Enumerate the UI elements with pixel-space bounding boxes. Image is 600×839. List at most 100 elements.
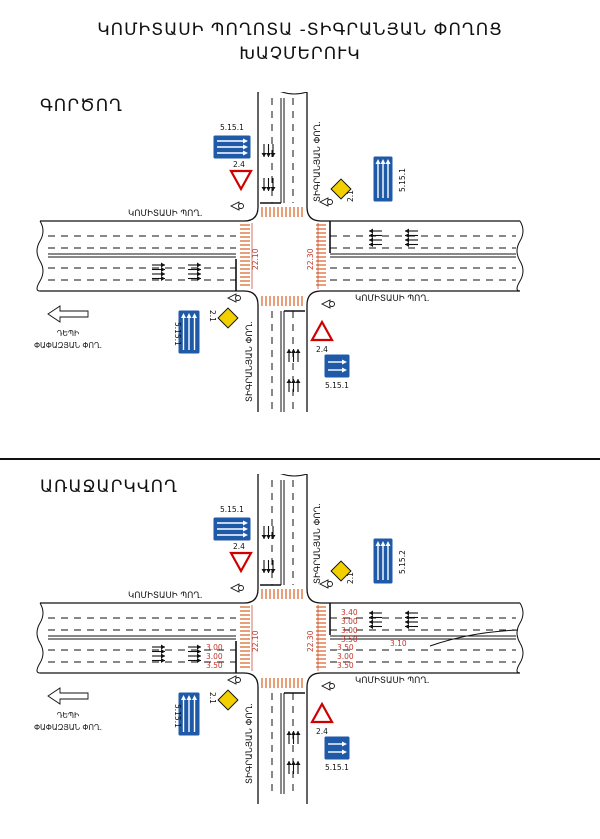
traffic-light-shape — [320, 299, 331, 309]
crosswalk-stripe — [316, 252, 326, 254]
sign-code-label: 2.4 — [316, 727, 328, 736]
westbound-lane-arrow-icon — [369, 624, 382, 629]
arrow-head — [197, 262, 201, 268]
westbound-lane-arrow-icon — [405, 233, 418, 238]
crosswalk-stripe — [297, 589, 299, 599]
crosswalk-stripe — [240, 610, 250, 612]
width-dimension-left: 22.10 — [251, 630, 260, 652]
crosswalk-stripe — [240, 276, 250, 278]
sign-arrow-icon — [328, 749, 347, 755]
street-label-komitas-west: ԿՈՄԻՏԱՍԻ ՊՈՂ. — [128, 209, 202, 219]
arrow-head — [161, 271, 165, 277]
crosswalk-stripe — [261, 207, 263, 217]
sign-5-15-1-top-left: 5.15.1 — [212, 123, 252, 160]
crosswalk-stripe — [316, 610, 326, 612]
eastbound-lane-arrow-icon — [152, 644, 165, 650]
break-left — [36, 602, 44, 674]
sign-arrow-head — [243, 138, 248, 144]
southbound-lane-arrow-icon — [261, 178, 267, 191]
traffic-light-north-east — [318, 197, 333, 207]
arrow-head — [261, 153, 267, 157]
lane-width-label-left: 3.50 — [206, 661, 223, 670]
lane-width-label-right: 3.00 — [341, 617, 358, 626]
crosswalk-stripe — [316, 630, 326, 632]
section-label-proposed: ԱՌԱՋԱՐԿՎՈՂ — [40, 477, 178, 497]
crosswalk-stripe — [316, 662, 326, 664]
northbound-lane-arrow-icon — [291, 761, 296, 774]
sign-arrow-head — [243, 520, 248, 526]
sign-arrow-head — [342, 741, 347, 747]
traffic-light-lamp — [329, 683, 335, 689]
crosswalk-stripe — [316, 224, 326, 226]
crosswalk-stripe — [277, 296, 279, 306]
arrow-head — [405, 228, 409, 234]
arrow-head — [369, 619, 373, 625]
northbound-lane-arrow-icon — [295, 349, 301, 362]
crosswalk-stripe — [240, 236, 250, 238]
crosswalk-stripe — [273, 678, 275, 688]
sign-code-label: 5.15.1 — [325, 763, 349, 772]
crosswalk-stripe — [316, 658, 326, 660]
eastbound-lane-arrow-icon — [188, 262, 201, 268]
toward-label-line2: ՓԱՓԱԶՅԱՆ ՓՈՂ. — [34, 341, 102, 350]
sign-arrow-head — [243, 150, 248, 156]
crosswalk-north — [261, 589, 303, 599]
section-label-existing: ԳՈՐԾՈՂ — [40, 96, 123, 116]
arrow-head — [369, 242, 373, 247]
toward-label-line2: ՓԱՓԱԶՅԱՆ ՓՈՂ. — [34, 723, 102, 732]
eastbound-lane-arrow-icon — [152, 262, 165, 268]
eastbound-lane-arrow-icon — [152, 267, 165, 272]
arrow-head — [369, 615, 373, 620]
sign-arrow-icon — [217, 526, 248, 532]
section-divider — [0, 458, 600, 460]
traffic-light-shape — [229, 201, 240, 211]
yield-sign-top-left: 2.4 — [229, 160, 253, 192]
eastbound-lane-arrow-icon — [188, 658, 201, 663]
eastbound-lane-arrow-icon — [188, 644, 201, 650]
arrow-head — [405, 242, 409, 247]
northbound-lane-arrow-icon — [291, 731, 296, 744]
northbound-lane-arrow-icon — [295, 731, 301, 744]
sign-arrow-head — [342, 359, 347, 365]
crosswalk-stripe — [316, 626, 326, 628]
sign-arrow-icon — [181, 695, 186, 732]
lane-width-label-left: 3.00 — [206, 643, 223, 652]
eastbound-lane-arrow-icon — [152, 653, 165, 659]
sign-code-label: 2.1 — [346, 572, 355, 584]
crosswalk-stripe — [297, 296, 299, 306]
traffic-light-north-west — [229, 583, 244, 593]
crosswalk-stripe — [316, 244, 326, 246]
arrow-head — [291, 761, 296, 765]
arrow-head — [405, 624, 409, 629]
northbound-lane-arrow-icon — [291, 349, 296, 362]
sign-code-label: 2.4 — [233, 542, 245, 551]
width-dimension-right: 22.30 — [306, 248, 315, 270]
sign-code-label: 2.4 — [316, 345, 328, 354]
arrow-head — [197, 267, 201, 272]
crosswalk-stripe — [316, 268, 326, 270]
curb-bottom-right — [306, 672, 520, 804]
northbound-lane-arrow-icon — [295, 761, 301, 774]
crosswalk-stripe — [316, 276, 326, 278]
street-label-tigranyan-north: ՏԻԳՐԱՆՅԱՆ ՓՈՂ. — [313, 121, 323, 202]
westbound-lane-arrow-icon — [369, 619, 382, 625]
width-dimension-right: 22.30 — [306, 630, 315, 652]
sign-arrow-icon — [217, 532, 248, 538]
northbound-lane-arrow-icon — [286, 349, 292, 362]
lane-markings — [48, 480, 516, 794]
southbound-lane-arrow-icon — [266, 144, 271, 157]
southbound-lane-arrow-icon — [261, 144, 267, 157]
priority-road-sign-icon — [330, 178, 352, 200]
crosswalk-stripe — [316, 606, 326, 608]
street-label-komitas-east: ԿՈՄԻՏԱՍԻ ՊՈՂ. — [355, 294, 429, 304]
sign-arrow-icon — [181, 313, 186, 350]
arrow-head — [270, 153, 276, 157]
arrow-head — [291, 349, 296, 353]
crosswalk-stripe — [281, 207, 283, 217]
sign-code-label: 5.15.1 — [398, 168, 407, 192]
sign-arrow-head — [243, 532, 248, 538]
crosswalk-stripe — [240, 622, 250, 624]
westbound-lane-arrow-icon — [369, 242, 382, 247]
crosswalk-stripe — [316, 236, 326, 238]
